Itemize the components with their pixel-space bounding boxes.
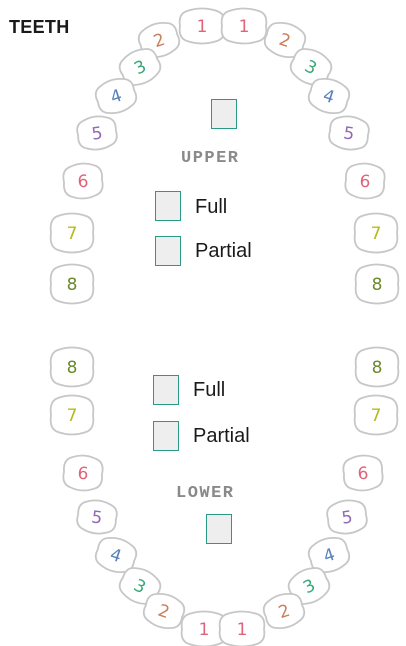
tooth-upper-right-7[interactable]: 7: [353, 212, 399, 254]
tooth-number: 7: [67, 406, 78, 426]
tooth-upper-left-8[interactable]: 8: [49, 263, 95, 305]
tooth-number: 7: [371, 224, 382, 244]
tooth-upper-left-3[interactable]: 3: [115, 44, 164, 91]
tooth-lower-left-6[interactable]: 6: [62, 454, 104, 492]
tooth-upper-right-4[interactable]: 4: [305, 74, 352, 117]
tooth-upper-left-1[interactable]: 1: [178, 7, 226, 45]
tooth-lower-left-8[interactable]: 8: [49, 346, 95, 388]
tooth-lower-left-1[interactable]: 1: [180, 610, 228, 646]
tooth-lower-right-3[interactable]: 3: [284, 563, 333, 610]
tooth-lower-right-4[interactable]: 4: [305, 533, 352, 576]
tooth-upper-right-8[interactable]: 8: [354, 263, 400, 305]
tooth-number: 6: [77, 464, 89, 485]
tooth-number: 5: [90, 123, 104, 144]
tooth-upper-right-2[interactable]: 2: [261, 18, 308, 61]
tooth-number: 6: [359, 172, 371, 193]
upper-full-label: Full: [195, 196, 228, 218]
lower-full-checkbox[interactable]: [153, 375, 179, 405]
tooth-number: 1: [197, 17, 208, 37]
tooth-lower-right-1[interactable]: 1: [218, 610, 266, 646]
tooth-lower-right-2[interactable]: 2: [260, 589, 307, 632]
tooth-number: 8: [372, 275, 383, 295]
tooth-number: 5: [342, 123, 356, 144]
tooth-number: 7: [371, 406, 382, 426]
tooth-number: 6: [357, 464, 369, 485]
upper-partial-label: Partial: [195, 240, 252, 262]
tooth-number: 8: [67, 358, 78, 378]
tooth-number: 1: [199, 620, 210, 640]
tooth-number: 8: [372, 358, 383, 378]
tooth-upper-right-5[interactable]: 5: [328, 114, 371, 152]
tooth-lower-right-5[interactable]: 5: [326, 498, 369, 536]
upper-arch-label: UPPER: [181, 149, 240, 168]
tooth-number: 6: [77, 172, 89, 193]
tooth-lower-right-7[interactable]: 7: [353, 394, 399, 436]
upper-arch-checkbox[interactable]: [211, 99, 237, 129]
tooth-upper-right-6[interactable]: 6: [344, 162, 386, 200]
tooth-number: 8: [67, 275, 78, 295]
tooth-number: 1: [237, 620, 248, 640]
tooth-upper-left-6[interactable]: 6: [62, 162, 104, 200]
tooth-upper-left-4[interactable]: 4: [92, 74, 139, 117]
tooth-number: 1: [239, 17, 250, 37]
lower-arch-label: LOWER: [176, 484, 235, 503]
upper-full-checkbox[interactable]: [155, 191, 181, 221]
upper-partial-checkbox[interactable]: [155, 236, 181, 266]
tooth-lower-left-2[interactable]: 2: [140, 589, 187, 632]
tooth-number: 5: [90, 507, 104, 528]
tooth-lower-right-6[interactable]: 6: [342, 454, 384, 492]
lower-partial-checkbox[interactable]: [153, 421, 179, 451]
lower-arch-checkbox[interactable]: [206, 514, 232, 544]
tooth-number: 7: [67, 224, 78, 244]
tooth-upper-left-7[interactable]: 7: [49, 212, 95, 254]
tooth-upper-right-1[interactable]: 1: [220, 7, 268, 45]
tooth-lower-left-5[interactable]: 5: [76, 498, 119, 536]
tooth-number: 5: [340, 507, 354, 528]
tooth-upper-left-5[interactable]: 5: [76, 114, 119, 152]
tooth-lower-right-8[interactable]: 8: [354, 346, 400, 388]
tooth-lower-left-7[interactable]: 7: [49, 394, 95, 436]
tooth-lower-left-4[interactable]: 4: [92, 533, 139, 576]
page-title: TEETH: [9, 17, 70, 37]
lower-full-label: Full: [193, 379, 226, 401]
lower-partial-label: Partial: [193, 425, 250, 447]
